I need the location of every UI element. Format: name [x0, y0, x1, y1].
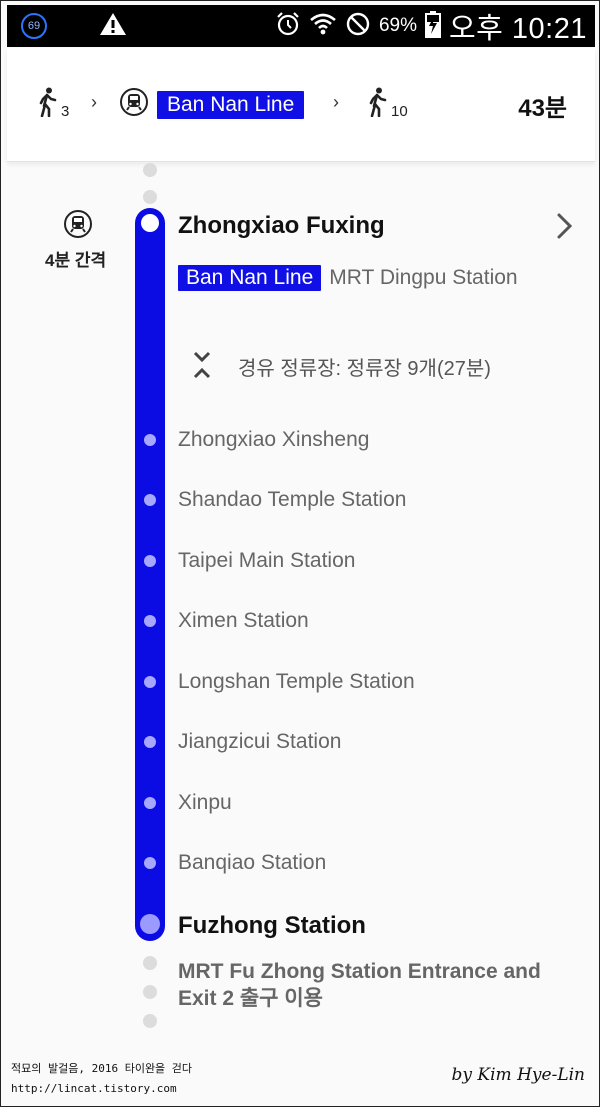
notification-badge: 69 — [21, 13, 47, 39]
watermark-left: 적묘의 발걸음, 2016 타이완을 걷다 http://lincat.tist… — [11, 1059, 192, 1099]
transit-line-rail — [135, 208, 165, 941]
stop-dot — [144, 676, 156, 688]
line-badge: Ban Nan Line — [157, 90, 305, 119]
chevron-right-icon: › — [333, 92, 339, 112]
intermediate-stop: Zhongxiao Xinsheng — [178, 428, 370, 451]
intermediate-stop: Jiangzicui Station — [178, 730, 342, 753]
stop-dot — [144, 797, 156, 809]
boarding-station[interactable]: Zhongxiao Fuxing — [178, 212, 385, 239]
via-stops-toggle[interactable]: 경유 정류장: 정류장 9개(27분) — [238, 358, 491, 380]
intermediate-stop: Shandao Temple Station — [178, 488, 407, 511]
expand-collapse-icon[interactable] — [191, 350, 213, 385]
headway-interval: 4분 간격 — [45, 251, 107, 270]
walk-start-segment: 3 — [37, 48, 69, 161]
do-not-disturb-icon — [345, 11, 371, 42]
metro-icon — [63, 209, 93, 244]
transit-segment: Ban Nan Line — [119, 48, 305, 161]
status-right: 69% 오후 10:21 — [275, 5, 587, 47]
chevron-right-icon: › — [91, 92, 97, 112]
walk-icon — [37, 87, 59, 122]
alarm-icon — [275, 11, 301, 42]
intermediate-stop: Longshan Temple Station — [178, 670, 415, 693]
walk-start-minutes: 3 — [61, 103, 70, 120]
battery-percent: 69% — [378, 15, 417, 36]
walk-path-dot — [143, 1014, 157, 1028]
line-badge: Ban Nan Line — [178, 265, 322, 291]
walk-path-dot — [143, 190, 157, 204]
wifi-icon — [309, 11, 337, 42]
stop-dot — [144, 494, 156, 506]
total-travel-time: 43분 — [518, 95, 567, 122]
alighting-node — [140, 914, 160, 934]
walk-end-segment: 10 — [367, 48, 408, 161]
clock: 오후 10:21 — [449, 13, 587, 45]
boarding-node — [141, 214, 159, 232]
intermediate-stop: Xinpu — [178, 791, 232, 814]
walk-icon — [367, 87, 389, 122]
status-bar: 69 — [7, 5, 595, 47]
line-info: Ban Nan Line MRT Dingpu Station — [178, 265, 518, 291]
chevron-right-icon[interactable] — [555, 211, 575, 246]
watermark-signature: by Kim Hye-Lin — [451, 1065, 585, 1085]
metro-icon — [119, 87, 149, 122]
alighting-station[interactable]: Fuzhong Station — [178, 912, 366, 939]
walk-path-dot — [143, 163, 157, 177]
intermediate-stop: Banqiao Station — [178, 851, 327, 874]
watermark-url: http://lincat.tistory.com — [11, 1082, 177, 1095]
intermediate-stop: Taipei Main Station — [178, 549, 356, 572]
stop-dot — [144, 736, 156, 748]
intermediate-stop: Ximen Station — [178, 609, 309, 632]
stop-dot — [144, 857, 156, 869]
walk-end-minutes: 10 — [391, 103, 408, 120]
route-summary[interactable]: 3 › Ban Nan Line › — [7, 48, 595, 162]
stop-dot — [144, 615, 156, 627]
walk-path-dot — [143, 956, 157, 970]
walk-path-dot — [143, 985, 157, 999]
stop-dot — [144, 434, 156, 446]
platform-label: MRT Dingpu Station — [329, 266, 518, 289]
warning-icon — [99, 11, 127, 42]
watermark-title: 적묘의 발걸음, 2016 타이완을 걷다 — [11, 1062, 193, 1075]
exit-info: MRT Fu Zhong Station Entrance and Exit 2… — [178, 960, 541, 1010]
battery-charging-icon — [425, 10, 441, 43]
stop-dot — [144, 555, 156, 567]
